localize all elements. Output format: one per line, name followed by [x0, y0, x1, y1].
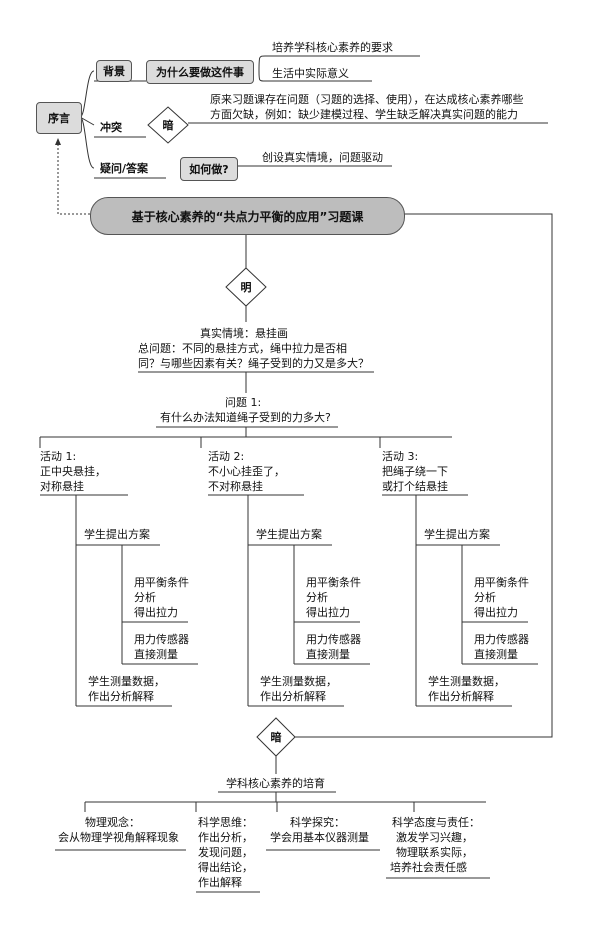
preface-box: 序言 [36, 102, 82, 134]
activity-3-title-3: 或打个结悬挂 [382, 480, 448, 493]
literacy-4-line-4: 培养社会责任感 [390, 861, 467, 874]
activity-2-method1-1: 用平衡条件 [306, 576, 361, 589]
connector-preface-conflict [79, 116, 95, 126]
conflict-label: 冲突 [100, 121, 122, 134]
activity-1-title-2: 正中央悬挂， [40, 465, 106, 478]
bright-marker: 明 [240, 281, 252, 294]
activity-2-title-2: 不小心挂歪了， [208, 465, 285, 478]
dashed-return-line [57, 142, 90, 215]
main-title: 基于核心素养的“共点力平衡的应用”习题课 [90, 197, 405, 235]
activity-2-method2-2: 直接测量 [306, 648, 350, 661]
diamond-conflict [147, 106, 189, 144]
literacy-4-line-2: 激发学习兴趣， [396, 831, 473, 844]
activity-3-measure-1: 学生测量数据， [428, 675, 505, 688]
activity-1-title-3: 对称悬挂 [40, 480, 84, 493]
literacy-3-line-2: 学会用基本仪器测量 [270, 831, 369, 844]
how-box: 如何做? [180, 157, 238, 181]
why-label: 为什么要做这件事 [156, 66, 244, 79]
activity-3-method1-3: 得出拉力 [474, 606, 518, 619]
literacy-2-line-3: 发现问题， [198, 846, 253, 859]
activity-3-title-2: 把绳子绕一下 [382, 465, 448, 478]
background-box: 背景 [96, 60, 132, 82]
activity-3-method2-1: 用力传感器 [474, 633, 529, 646]
activity-3-title-1: 活动 3: [382, 450, 419, 463]
activity-2-method1-3: 得出拉力 [306, 606, 350, 619]
literacy-2-line-2: 作出分析， [198, 831, 253, 844]
why-box: 为什么要做这件事 [146, 60, 254, 84]
background-label: 背景 [103, 65, 125, 78]
literacy-title: 学科核心素养的培育 [226, 777, 325, 790]
scenario-line-2: 总问题：不同的悬挂方式，绳中拉力是否相 [138, 342, 347, 355]
literacy-4-line-1: 科学态度与责任： [392, 816, 480, 829]
reason-1: 培养学科核心素养的要求 [272, 41, 393, 54]
activity-3-propose: 学生提出方案 [424, 528, 490, 541]
conflict-text-1: 原来习题课存在问题（习题的选择、使用），在达成核心素养哪些 [210, 93, 524, 106]
activity-1-measure-1: 学生测量数据， [88, 675, 165, 688]
problem1-line-2: 有什么办法知道绳子受到的力多大? [160, 411, 331, 424]
activity-1-title-1: 活动 1: [40, 450, 77, 463]
activity-2-propose: 学生提出方案 [256, 528, 322, 541]
activity-2-method1-2: 分析 [306, 591, 328, 604]
activity-3-method1-2: 分析 [474, 591, 496, 604]
how-answer: 创设真实情境，问题驱动 [262, 151, 383, 164]
connector-loop-dark [292, 213, 553, 738]
literacy-2-line-4: 得出结论， [198, 861, 253, 874]
diamond-bright [225, 267, 267, 307]
activity-1-method1-2: 分析 [134, 591, 156, 604]
connector-reason-1 [258, 55, 266, 72]
activity-2-title-3: 不对称悬挂 [208, 480, 263, 493]
activity-3-measure-2: 作出分析解释 [428, 690, 494, 703]
dark-marker: 暗 [270, 731, 282, 744]
connector-preface-background [79, 70, 95, 118]
question-label: 疑问/答案 [100, 162, 149, 175]
activity-1-method2-1: 用力传感器 [134, 633, 189, 646]
literacy-4-line-3: 物理联系实际， [396, 846, 473, 859]
activity-1-measure-2: 作出分析解释 [88, 690, 154, 703]
activity-2-measure-2: 作出分析解释 [260, 690, 326, 703]
diamond-dark [256, 717, 296, 757]
activity-1-propose: 学生提出方案 [84, 528, 150, 541]
conflict-text-2: 方面欠缺，例如：缺少建模过程、学生缺乏解决真实问题的能力 [210, 108, 518, 121]
conflict-marker: 暗 [162, 119, 174, 132]
activity-3-method1-1: 用平衡条件 [474, 576, 529, 589]
activity-2-method2-1: 用力传感器 [306, 633, 361, 646]
problem1-line-1: 问题 1: [225, 396, 262, 409]
literacy-3-line-1: 科学探究： [290, 816, 345, 829]
activity-1-method1-1: 用平衡条件 [134, 576, 189, 589]
connector-preface-question [79, 116, 95, 169]
dashed-arrowhead [55, 138, 61, 145]
literacy-2-line-5: 作出解释 [198, 876, 242, 889]
literacy-2-line-1: 科学思维： [198, 816, 253, 829]
activity-3-method2-2: 直接测量 [474, 648, 518, 661]
literacy-1-line-2: 会从物理学视角解释现象 [58, 831, 179, 844]
literacy-1-line-1: 物理观念： [85, 816, 140, 829]
scenario-line-1: 真实情境：悬挂画 [200, 327, 288, 340]
connector-reason-2 [258, 70, 266, 82]
scenario-line-3: 同？与哪些因素有关？绳子受到的力又是多大？ [138, 357, 369, 370]
how-label: 如何做? [189, 163, 229, 176]
activity-2-title-1: 活动 2: [208, 450, 245, 463]
activity-1-method1-3: 得出拉力 [134, 606, 178, 619]
reason-2: 生活中实际意义 [272, 67, 349, 80]
activity-1-method2-2: 直接测量 [134, 648, 178, 661]
activity-2-measure-1: 学生测量数据， [260, 675, 337, 688]
preface-label: 序言 [48, 112, 70, 125]
main-title-text: 基于核心素养的“共点力平衡的应用”习题课 [131, 209, 364, 224]
